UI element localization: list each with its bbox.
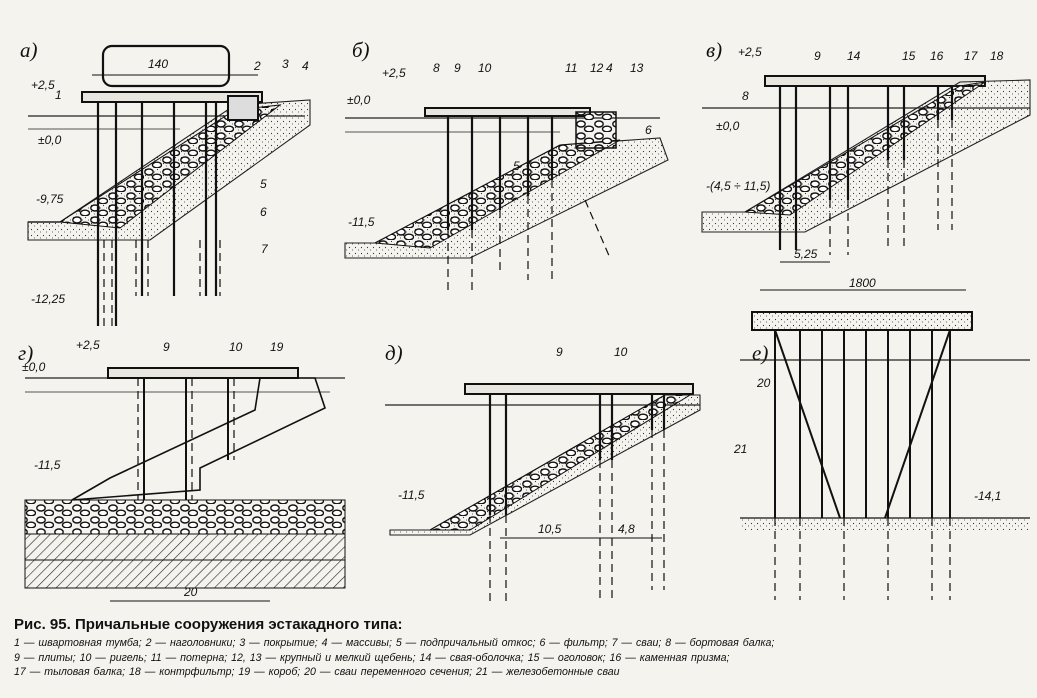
deck <box>107 367 299 379</box>
piles <box>96 102 218 326</box>
svg-text:13: 13 <box>630 61 644 75</box>
panel-label: б) <box>352 38 370 62</box>
svg-text:10: 10 <box>229 340 243 354</box>
deck <box>464 383 694 395</box>
callouts: 8 9 10 11 12 4 13 5 6 <box>433 61 652 173</box>
svg-text:14: 14 <box>847 49 861 63</box>
diagram-figure: а) +2,5 ±0,0 -9,75 -12,25 140 1 <box>18 38 1031 605</box>
svg-text:20: 20 <box>183 585 198 599</box>
svg-text:+2,5: +2,5 <box>76 338 100 352</box>
figure-caption: Рис. 95. Причальные сооружения эстакадно… <box>14 616 1029 680</box>
svg-text:-(4,5 ÷ 11,5): -(4,5 ÷ 11,5) <box>706 179 770 193</box>
mass-block <box>575 111 617 149</box>
svg-text:6: 6 <box>645 123 652 137</box>
slope-rock <box>373 139 621 249</box>
svg-text:5: 5 <box>260 177 267 191</box>
callouts: 20 21 <box>733 376 771 456</box>
svg-text:1800: 1800 <box>849 276 876 290</box>
svg-text:21: 21 <box>733 442 747 456</box>
legend-line: 9 — плиты; 10 — ригель; 11 — потерна; 12… <box>14 651 730 664</box>
panel-label: е) <box>752 341 768 365</box>
svg-text:4,8: 4,8 <box>618 522 635 536</box>
crane-gantry <box>101 44 231 88</box>
panel-v: в) +2,5 ±0,0 -(4,5 ÷ 11,5) 5,25 8 9 14 1… <box>701 38 1031 263</box>
legend-line: 17 — тыловая балка; 18 — контрфильтр; 19… <box>14 666 620 679</box>
svg-text:±0,0: ±0,0 <box>716 119 740 133</box>
svg-text:+2,5: +2,5 <box>382 66 406 80</box>
box-structure <box>71 377 326 501</box>
svg-text:8: 8 <box>742 89 749 103</box>
svg-text:-11,5: -11,5 <box>348 215 375 229</box>
svg-text:12: 12 <box>590 61 604 75</box>
svg-text:11: 11 <box>565 61 577 75</box>
svg-text:-11,5: -11,5 <box>398 488 425 502</box>
svg-text:-14,1: -14,1 <box>974 489 1001 503</box>
svg-text:3: 3 <box>282 57 289 71</box>
mass-block <box>227 95 259 121</box>
panel-d: д) -11,5 10,5 4,8 9 10 <box>385 341 701 605</box>
level-zero: ±0,0 <box>38 133 62 147</box>
svg-text:5,25: 5,25 <box>794 247 818 261</box>
svg-text:9: 9 <box>814 49 821 63</box>
svg-text:9: 9 <box>163 340 170 354</box>
dim-140: 140 <box>148 57 168 71</box>
panel-a: а) +2,5 ±0,0 -9,75 -12,25 140 1 <box>20 38 311 326</box>
soil-layer <box>24 533 346 561</box>
level-bottom: -9,75 <box>36 192 64 206</box>
panel-label: а) <box>20 38 38 62</box>
deck <box>751 311 973 331</box>
callouts: 8 9 14 15 16 17 18 <box>742 49 1004 103</box>
svg-text:4: 4 <box>302 59 309 73</box>
level-pile-tip: -12,25 <box>31 292 65 306</box>
svg-text:+2,5: +2,5 <box>738 45 762 59</box>
panel-label: г) <box>18 341 33 365</box>
svg-text:17: 17 <box>964 49 979 63</box>
svg-text:2: 2 <box>253 59 261 73</box>
panel-e: е) -14,1 1800 20 21 <box>733 276 1030 600</box>
deck <box>764 75 986 87</box>
callouts: 9 10 19 <box>163 340 284 354</box>
svg-text:10: 10 <box>614 345 628 359</box>
svg-text:6: 6 <box>260 205 267 219</box>
svg-text:20: 20 <box>756 376 771 390</box>
piles <box>774 329 951 519</box>
caption-title: Рис. 95. Причальные сооружения эстакадно… <box>14 616 403 633</box>
svg-text:1: 1 <box>55 88 62 102</box>
svg-text:±0,0: ±0,0 <box>22 360 46 374</box>
panel-g: г) +2,5 ±0,0 -11,5 20 9 10 19 <box>18 338 346 602</box>
panel-label: в) <box>706 38 722 62</box>
panel-label: д) <box>385 341 403 365</box>
callouts: 9 10 <box>556 345 628 359</box>
svg-text:18: 18 <box>990 49 1004 63</box>
legend-line: 1 — швартовная тумба; 2 — наголовники; 3… <box>14 637 775 649</box>
svg-text:4: 4 <box>606 61 613 75</box>
svg-text:9: 9 <box>454 61 461 75</box>
callouts: 1 2 3 4 5 6 7 <box>55 57 309 256</box>
svg-text:10,5: 10,5 <box>538 522 562 536</box>
svg-text:10: 10 <box>478 61 492 75</box>
svg-text:±0,0: ±0,0 <box>347 93 371 107</box>
slope-rock <box>428 394 692 531</box>
svg-text:16: 16 <box>930 49 944 63</box>
deck <box>81 91 263 103</box>
deck <box>424 107 591 117</box>
svg-text:8: 8 <box>433 61 440 75</box>
panel-b: б) +2,5 ±0,0 -11,5 8 9 10 11 12 4 13 5 <box>344 38 669 290</box>
svg-text:7: 7 <box>261 242 269 256</box>
svg-text:19: 19 <box>270 340 284 354</box>
svg-text:-11,5: -11,5 <box>34 458 61 472</box>
svg-text:9: 9 <box>556 345 563 359</box>
svg-text:15: 15 <box>902 49 916 63</box>
svg-text:5: 5 <box>513 159 520 173</box>
level-top: +2,5 <box>31 78 55 92</box>
